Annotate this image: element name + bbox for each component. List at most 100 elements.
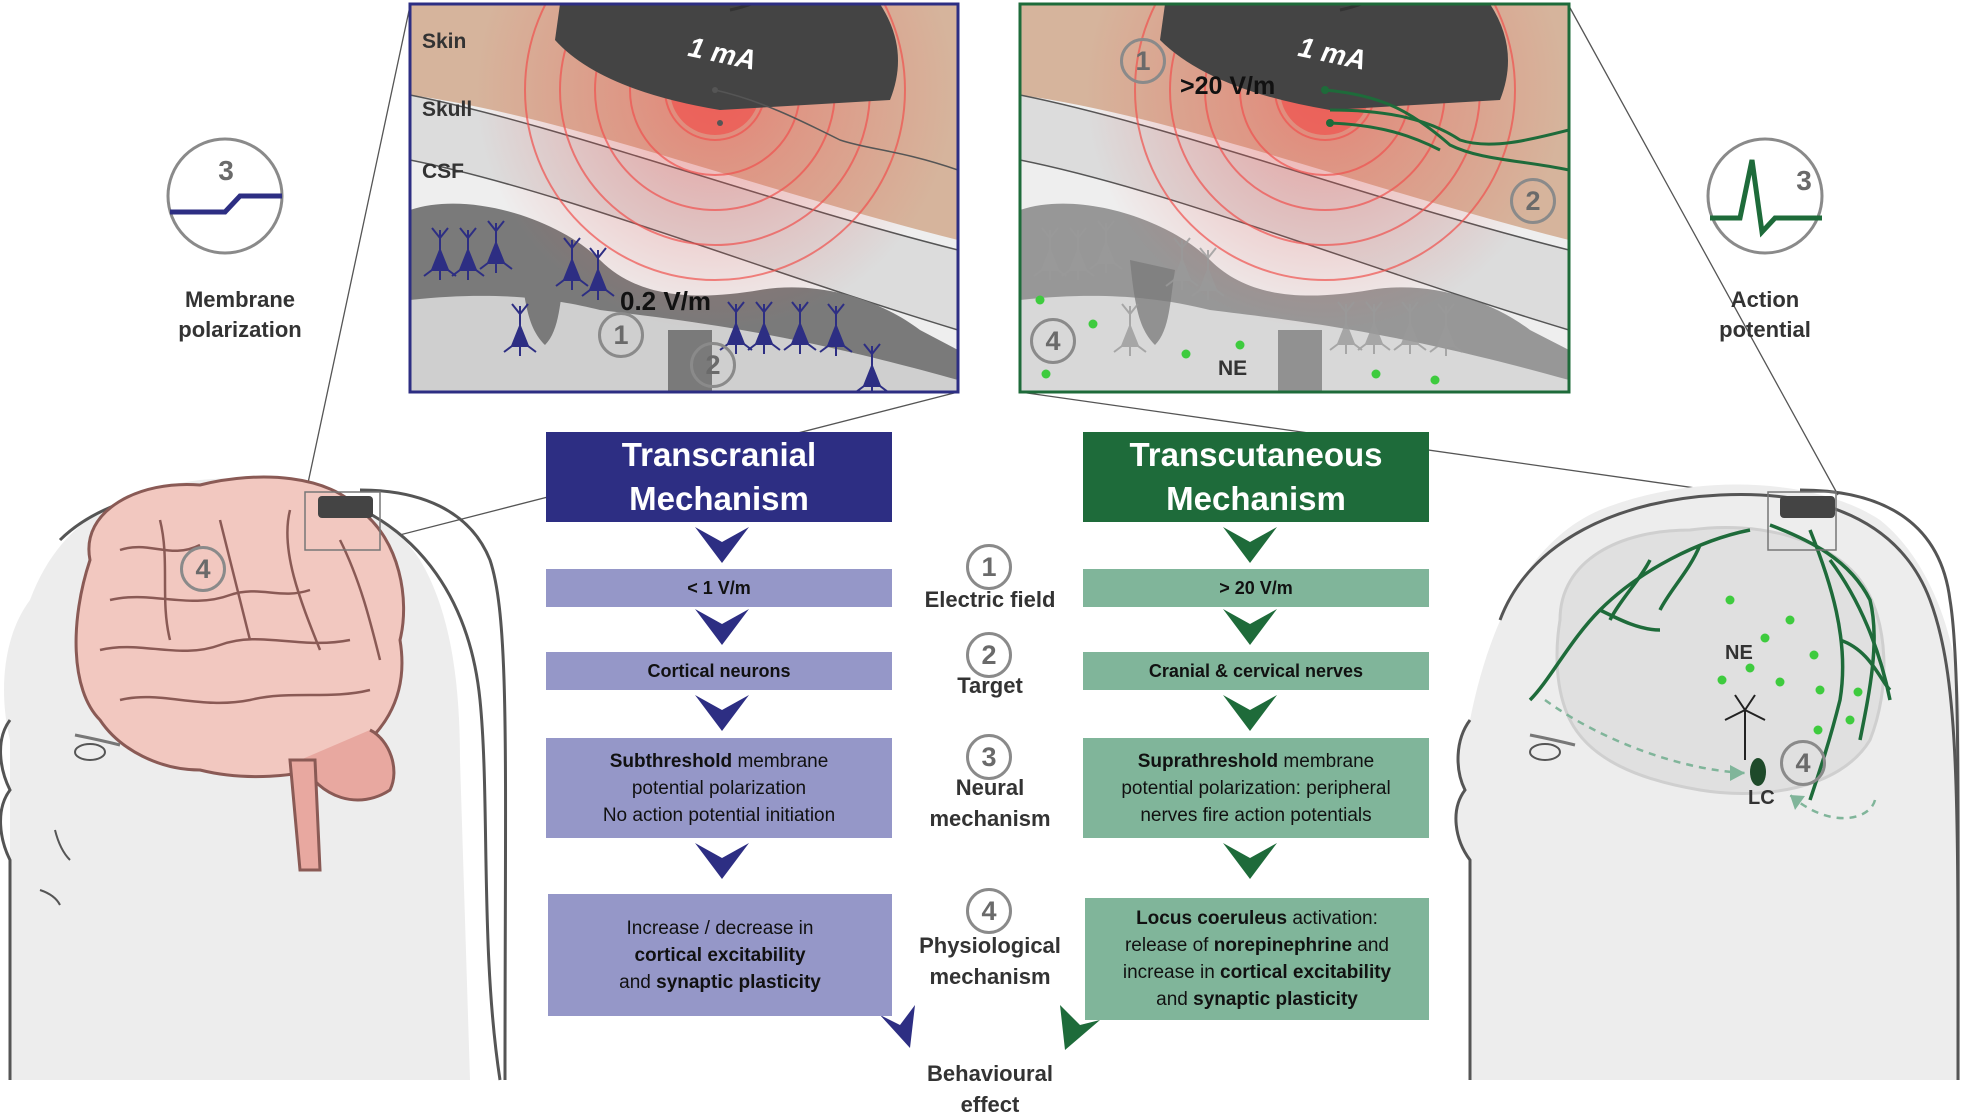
norepinephrine-dot (1775, 677, 1785, 687)
neuron (1357, 301, 1391, 354)
right-ne-label: NE (1218, 357, 1248, 380)
locus-coeruleus (1750, 758, 1766, 786)
left-head (0, 475, 508, 1081)
membrane-polarization-label: Membrane polarization (155, 285, 325, 345)
step1-label: Electric field (924, 587, 1056, 612)
activated-nerves (1324, 88, 1569, 172)
norepinephrine-dot (1430, 375, 1440, 385)
neuron (1113, 303, 1147, 356)
neuron (855, 343, 889, 392)
transcranial-neural-line2: potential polarization (631, 777, 807, 799)
skull-label: Skull (422, 98, 473, 121)
neuron (1165, 237, 1199, 290)
membrane-polarization-icon (166, 137, 284, 255)
neuron (1329, 301, 1363, 354)
transcranial-title-line2: Mechanism (629, 480, 809, 517)
brain (74, 475, 406, 779)
left-field-value: 0.2 V/m (620, 286, 712, 316)
norepinephrine-dot (1235, 340, 1245, 350)
transcranial-electric-field-box: < 1 V/m (546, 569, 892, 607)
cranial-nerves (1528, 523, 1892, 801)
transcranial-target-box: Cortical neurons (546, 652, 892, 690)
membrane-label-line2: polarization (178, 317, 302, 342)
transcutaneous-physio-bold4: synaptic plasticity (1193, 989, 1358, 1010)
transcutaneous-title-line2: Mechanism (1166, 480, 1346, 517)
effect-label-line1: Behavioural (927, 1061, 1053, 1086)
right-head-num4: 4 (1780, 740, 1826, 786)
right-icon-number: 3 (1796, 165, 1812, 196)
norepinephrine-dot (1725, 595, 1735, 605)
left-head-num4: 4 (180, 546, 226, 592)
transcranial-physio-bold3: synaptic plasticity (656, 971, 821, 993)
transcranial-physio-bold2: cortical excitability (634, 944, 806, 966)
transcranial-header: Transcranial Mechanism (546, 432, 892, 522)
transcranial-target: Cortical neurons (647, 660, 791, 681)
transcranial-physio-box: Increase / decrease in cortical excitabi… (548, 894, 892, 1016)
neuron (423, 227, 457, 280)
transcutaneous-neural-box: Suprathreshold membrane potential polari… (1083, 738, 1429, 838)
right-inset-num2: 2 (1510, 178, 1556, 224)
transcutaneous-physio-line4-pre: and (1156, 989, 1194, 1010)
action-label-line1: Action (1730, 287, 1800, 312)
step4-label-line1: Physiological (919, 933, 1061, 958)
transcutaneous-physio-box: Locus coeruleus activation: release of n… (1085, 898, 1429, 1020)
neuron (783, 301, 817, 354)
behavioural-effect-label: Behavioural effect (890, 1058, 1090, 1120)
norepinephrine-dot (1745, 663, 1755, 673)
action-label-line2: potential (1719, 317, 1811, 342)
neuron (1033, 227, 1067, 280)
transcranial-inset (410, 4, 958, 392)
skin-label: Skin (422, 30, 467, 53)
neuron (1089, 220, 1123, 273)
norepinephrine-dot (1809, 650, 1819, 660)
norepinephrine-dot (1371, 369, 1381, 379)
neuron (451, 227, 485, 280)
neuron (1393, 301, 1427, 354)
step3-number: 3 (966, 734, 1012, 780)
transcutaneous-electric-field: > 20 V/m (1219, 577, 1293, 598)
right-inset-num1: 1 (1120, 38, 1166, 84)
norepinephrine-dot (1813, 725, 1823, 735)
electrode-right (1160, 4, 1508, 110)
transcutaneous-electric-field-box: > 20 V/m (1083, 569, 1429, 607)
step4-label-line2: mechanism (929, 964, 1051, 989)
transcutaneous-inset (1020, 4, 1569, 392)
left-inset-num1: 1 (598, 312, 644, 358)
transcranial-physio-line3-pre: and (619, 971, 657, 993)
csf-label: CSF (422, 160, 464, 183)
transcranial-inset-frame (408, 2, 960, 394)
norepinephrine-dot (1815, 685, 1825, 695)
right-field-value: >20 V/m (1180, 72, 1276, 100)
norepinephrine-dot (1717, 675, 1727, 685)
transcranial-neural-rest1: membrane (732, 750, 829, 772)
norepinephrine-dot (1088, 319, 1098, 329)
transcutaneous-target-box: Cranial & cervical nerves (1083, 652, 1429, 690)
norepinephrine-dot (1785, 615, 1795, 625)
step4-number: 4 (966, 888, 1012, 934)
neuron (503, 303, 537, 356)
transcranial-neural-bold: Subthreshold (609, 750, 733, 772)
right-head-ne-label: NE (1725, 642, 1753, 664)
transcutaneous-neural-rest1: membrane (1278, 750, 1375, 772)
transcutaneous-physio-bold1: Locus coeruleus (1136, 908, 1288, 929)
left-inset-num2: 2 (690, 342, 736, 388)
transcutaneous-neural-line2: potential polarization: peripheral (1121, 777, 1391, 799)
right-head-lc-label: LC (1748, 787, 1775, 809)
action-potential-icon (1706, 137, 1824, 255)
transcutaneous-physio-rest1: activation: (1287, 908, 1378, 929)
transcranial-title-line1: Transcranial (621, 436, 817, 473)
left-icon-number: 3 (218, 155, 234, 186)
transcutaneous-physio-line2-pre: release of (1124, 935, 1214, 956)
norepinephrine-dot (1041, 369, 1051, 379)
step4-label: Physiological mechanism (890, 930, 1090, 992)
transcranial-neural-line3: No action potential initiation (602, 804, 836, 826)
membrane-label-line1: Membrane (184, 287, 296, 312)
neuron (1191, 247, 1225, 300)
electrode (555, 4, 898, 110)
norepinephrine-dot (1181, 349, 1191, 359)
norepinephrine-dot (1853, 687, 1863, 697)
neuron (747, 301, 781, 354)
neuron (819, 303, 853, 356)
transcutaneous-physio-bold3: cortical excitability (1220, 962, 1392, 983)
